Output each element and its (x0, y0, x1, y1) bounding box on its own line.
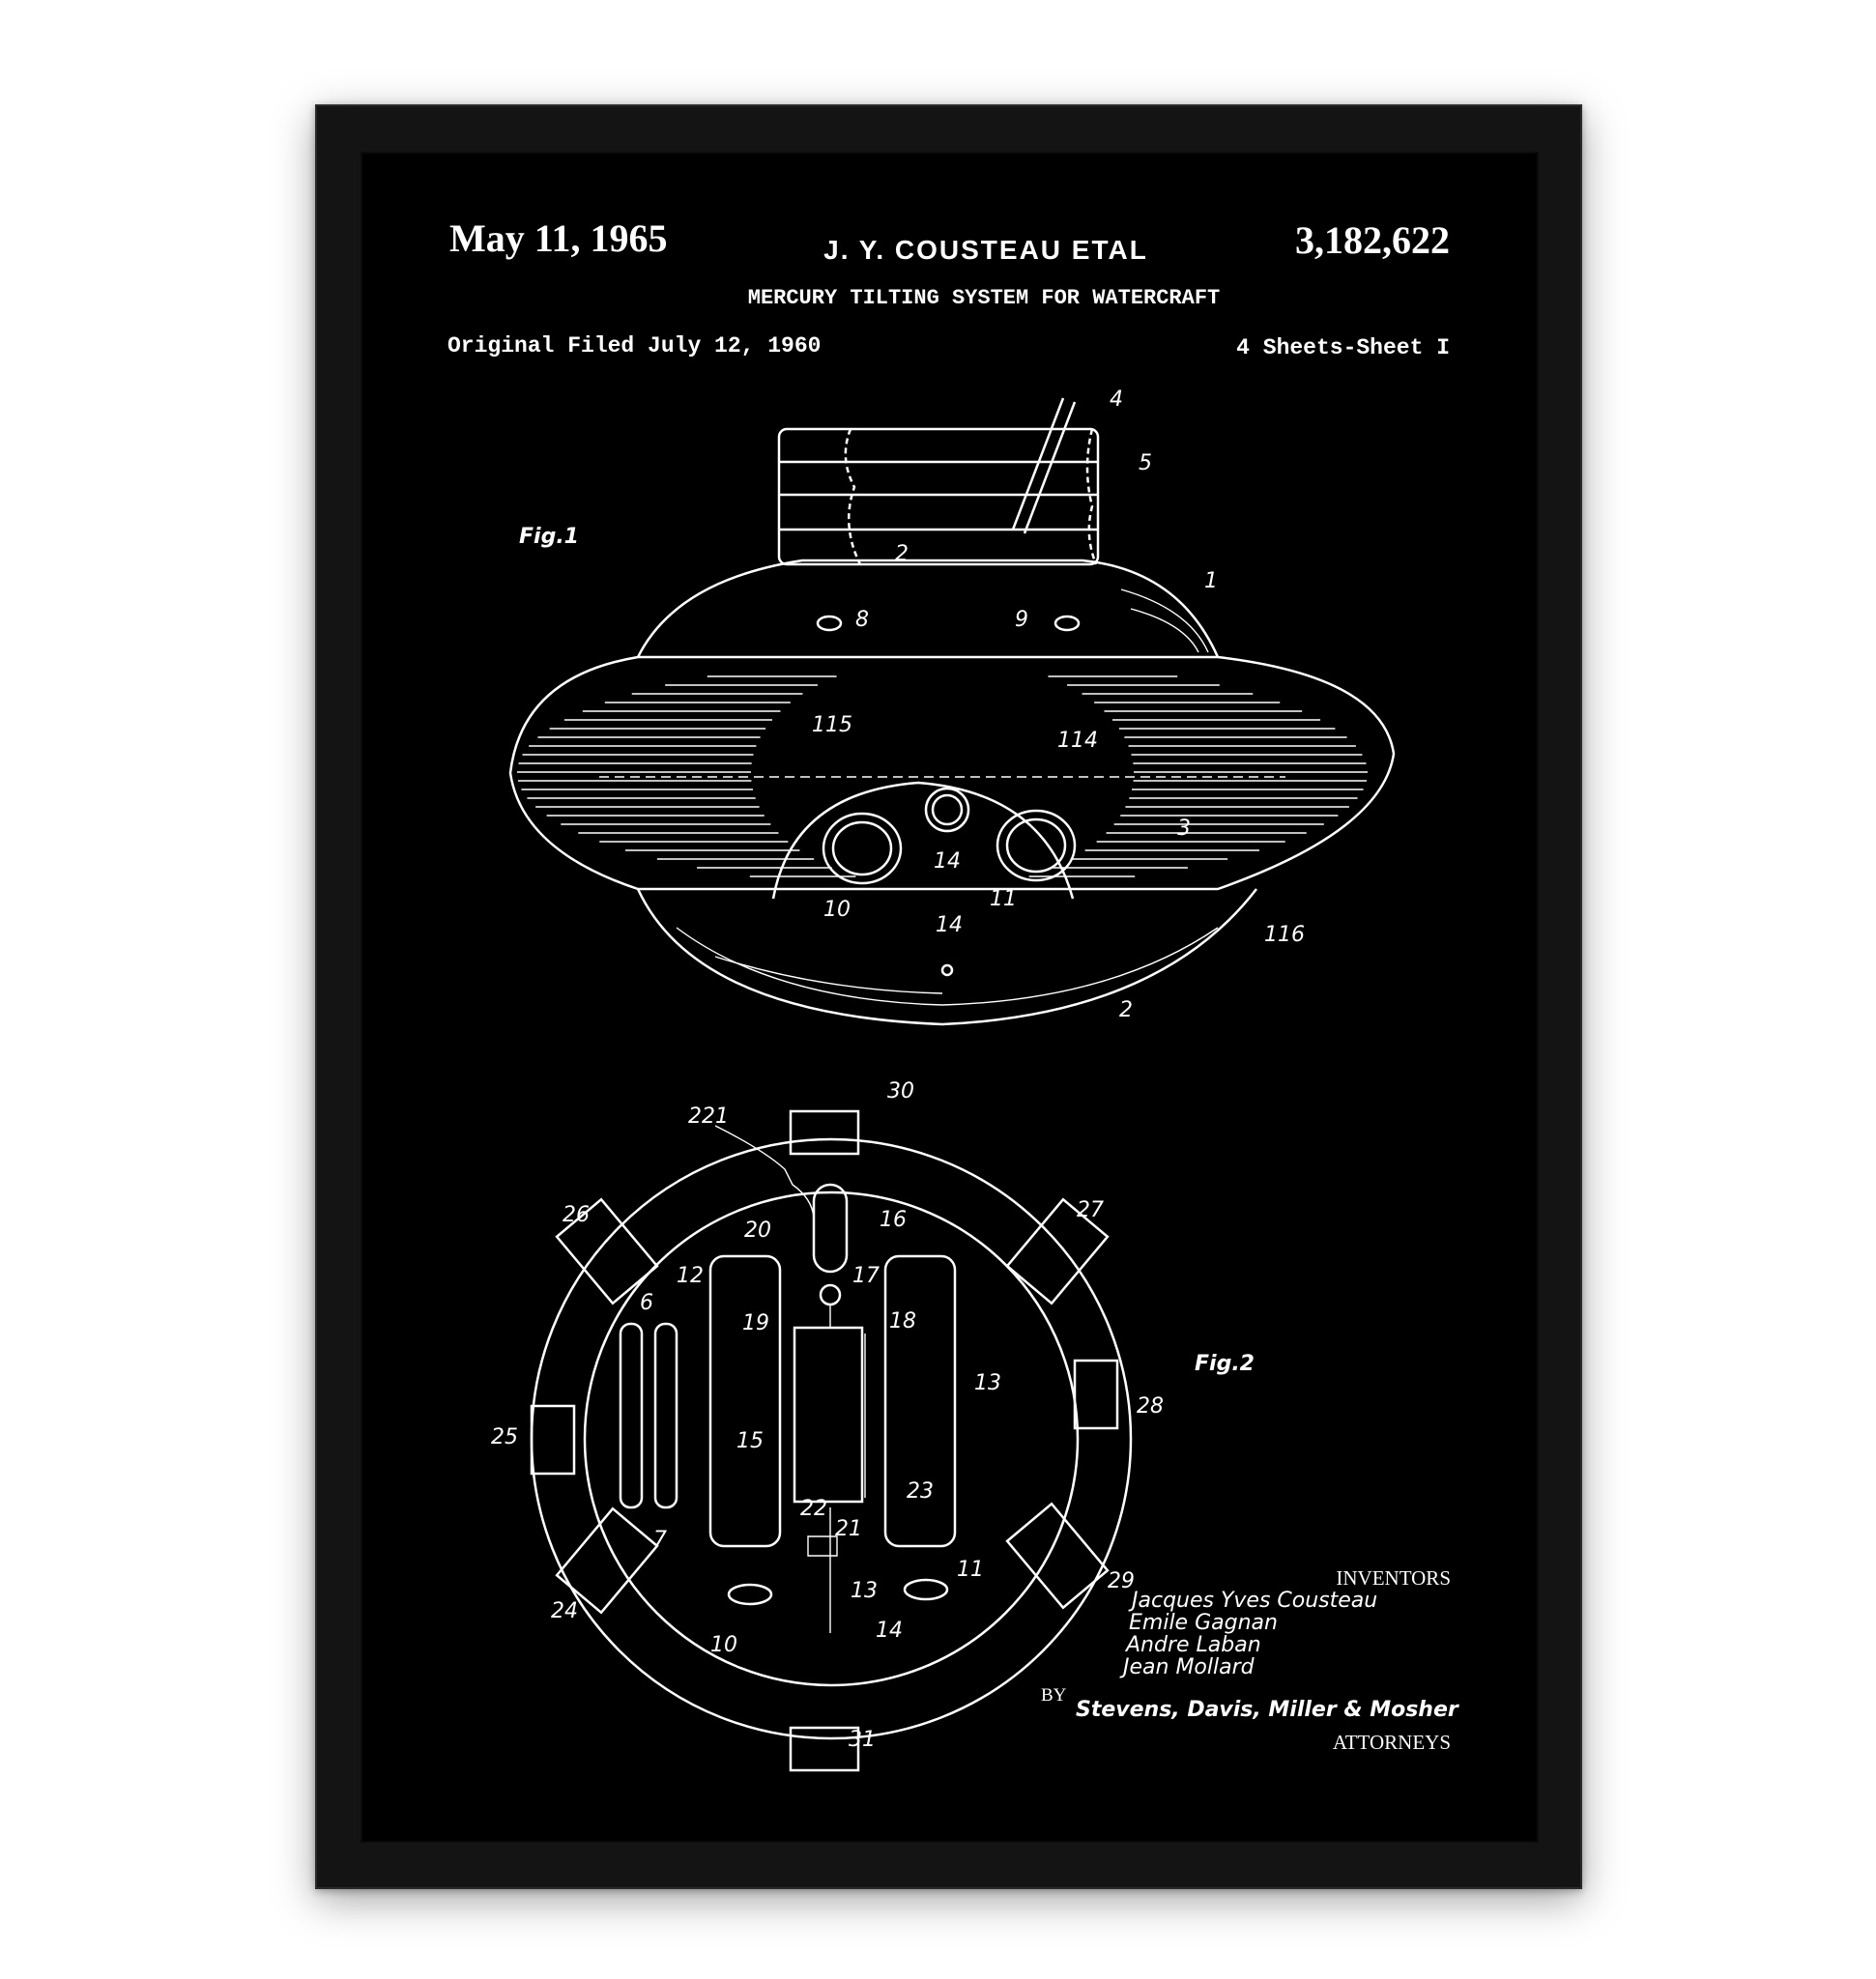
ref-numeral: 14 (876, 1619, 903, 1643)
signature-block: INVENTORS Jacques Yves Cousteau Emile Ga… (1041, 1566, 1459, 1754)
ref-numeral: 10 (710, 1633, 737, 1657)
ref-numeral: 7 (653, 1528, 667, 1552)
ref-numeral: 22 (800, 1497, 827, 1521)
ref-numeral: 28 (1137, 1394, 1164, 1419)
ref-numeral: 12 (677, 1264, 704, 1288)
ref-numeral: 23 (907, 1479, 934, 1504)
ref-numeral: 9 (1015, 608, 1028, 632)
ref-numeral: 10 (823, 898, 851, 922)
ref-numeral: 19 (742, 1311, 769, 1335)
ref-numeral: 21 (835, 1517, 862, 1541)
ref-numeral: 25 (491, 1425, 518, 1449)
ref-numeral: 18 (889, 1309, 916, 1334)
ref-numeral: 29 (1108, 1569, 1135, 1593)
fig1-drawing: Fig.1 4 5 1 2 8 9 115 114 3 14 10 11 14 … (508, 387, 1396, 1026)
patent-number: 3,182,622 (1295, 218, 1450, 262)
ref-numeral: 3 (1177, 817, 1191, 841)
inventor-short: J. Y. COUSTEAU ETAL (823, 235, 1148, 265)
fig1-reference-numerals: 4 5 1 2 8 9 115 114 3 14 10 11 14 116 2 (812, 387, 1305, 1022)
fig2-reference-numerals: 30 221 16 27 26 20 12 17 6 18 19 13 28 2… (491, 1079, 1164, 1752)
ref-numeral: 13 (974, 1371, 1001, 1395)
ref-numeral: 24 (551, 1599, 578, 1623)
filed-date: Original Filed July 12, 1960 (447, 333, 821, 359)
ref-numeral: 6 (640, 1291, 653, 1315)
sheet-count: 4 Sheets-Sheet I (1236, 335, 1450, 360)
ref-numeral: 1 (1204, 569, 1218, 593)
inventors-heading: INVENTORS (1336, 1566, 1451, 1590)
by-label: BY (1041, 1685, 1067, 1706)
ref-numeral: 8 (855, 608, 869, 632)
fig2-drawing: Fig.2 30 221 16 27 26 20 12 17 6 18 19 1… (491, 1079, 1255, 1772)
ref-numeral: 11 (957, 1558, 984, 1582)
ref-numeral: 30 (887, 1079, 914, 1104)
ref-numeral: 13 (851, 1579, 878, 1603)
ref-numeral: 14 (934, 849, 961, 874)
ref-numeral: 14 (936, 913, 963, 937)
ref-numeral: 16 (880, 1208, 907, 1232)
ref-numeral: 31 (849, 1728, 876, 1752)
ref-numeral: 114 (1057, 729, 1098, 753)
ref-numeral: 4 (1110, 387, 1123, 412)
ref-numeral: 17 (852, 1264, 880, 1288)
patent-date: May 11, 1965 (449, 216, 668, 260)
attorneys-heading: ATTORNEYS (1333, 1731, 1451, 1754)
patent-title: MERCURY TILTING SYSTEM FOR WATERCRAFT (748, 286, 1220, 310)
ref-numeral: 20 (744, 1219, 771, 1243)
ref-numeral: 15 (736, 1429, 764, 1453)
ref-numeral: 27 (1077, 1198, 1104, 1222)
ref-numeral: 116 (1264, 923, 1305, 947)
ref-numeral: 11 (990, 887, 1017, 911)
ref-numeral: 115 (812, 713, 852, 737)
inventor-name: Emile Gagnan (1129, 1611, 1278, 1635)
attorney-signature: Stevens, Davis, Miller & Mosher (1076, 1698, 1459, 1722)
inventor-name: Jean Mollard (1119, 1655, 1255, 1679)
ref-numeral: 2 (1119, 998, 1133, 1022)
ref-numeral: 221 (688, 1104, 729, 1129)
inventor-name: Andre Laban (1124, 1633, 1261, 1657)
fig1-label: Fig.1 (519, 525, 579, 549)
fig2-label: Fig.2 (1195, 1352, 1255, 1376)
ref-numeral: 2 (895, 542, 909, 566)
ref-numeral: 26 (563, 1203, 590, 1227)
ref-numeral: 5 (1139, 451, 1152, 475)
inventor-name: Jacques Yves Cousteau (1128, 1589, 1377, 1613)
